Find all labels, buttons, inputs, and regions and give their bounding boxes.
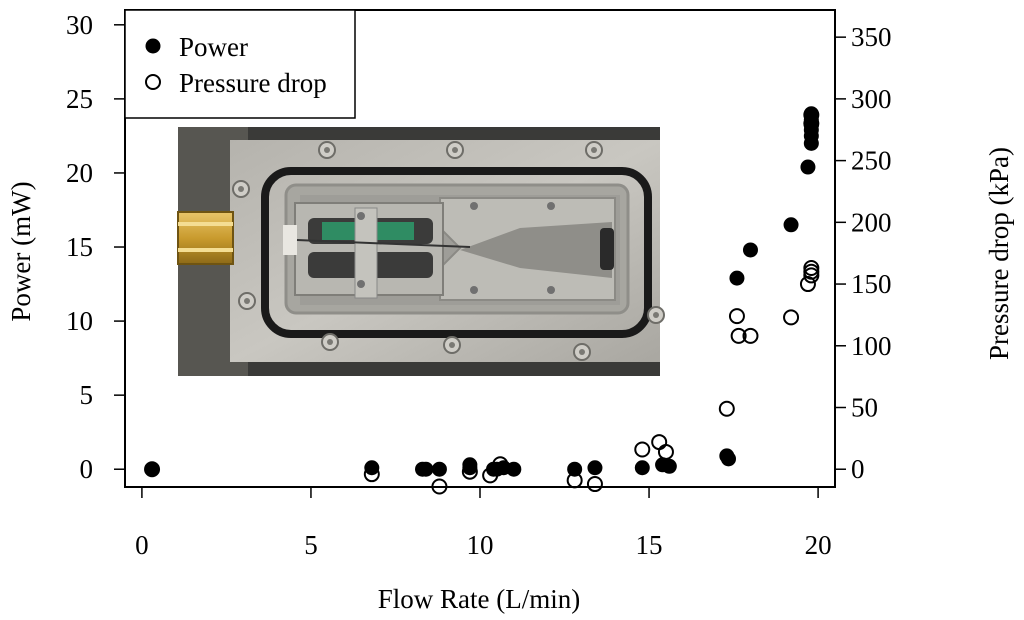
power-point: [729, 270, 745, 286]
pressure-drop-point: [566, 472, 583, 489]
x-tick-label: 15: [636, 530, 663, 560]
y-tick-label: 15: [66, 232, 93, 262]
screw-hole: [244, 298, 250, 304]
device-photo-inset: [177, 127, 660, 376]
x-tick-label: 5: [304, 530, 318, 560]
screw-hole: [653, 312, 659, 318]
legend-box: [124, 9, 356, 119]
x-tick-label: 20: [805, 530, 832, 560]
y2-axis-label: Pressure drop (kPa): [984, 147, 1014, 360]
y-tick-label: 30: [66, 10, 93, 40]
y-axis-right: 0 50 100 150 200 250 300 350: [835, 22, 892, 484]
plate-screw: [547, 202, 555, 210]
pressure-drop-point: [651, 434, 668, 451]
pressure-drop-point: [742, 327, 759, 344]
pressure-drop-point: [634, 441, 651, 458]
pressure-drop-point: [803, 115, 820, 132]
pressure-drop-point: [431, 478, 448, 495]
pressure-drop-point: [728, 308, 745, 325]
pressure-drop-point: [586, 476, 603, 493]
power-point: [800, 159, 816, 175]
wire: [296, 239, 471, 248]
x-tick-label: 10: [467, 530, 494, 560]
device-screws: [232, 141, 665, 361]
plate-screw: [470, 202, 478, 210]
y2-tick-label: 300: [851, 84, 892, 114]
screw-hole: [579, 349, 585, 355]
diffuser-channel: [460, 222, 612, 278]
plate-screw: [470, 286, 478, 294]
y-tick-label: 20: [66, 158, 93, 188]
pressure-drop-point: [783, 309, 800, 326]
wire-connector: [283, 225, 297, 255]
y-tick-label: 5: [80, 380, 94, 410]
y-axis-label: Power (mW): [6, 181, 36, 321]
screw-hole: [452, 147, 458, 153]
y-axis-left: 0 5 10 15 20 25 30: [66, 10, 125, 484]
pressure-drop-point: [803, 106, 820, 123]
power-point: [506, 461, 522, 477]
pressure-drop-point: [803, 260, 820, 277]
o-ring-gasket: [261, 167, 652, 338]
screw-hole: [324, 147, 330, 153]
power-point: [567, 461, 583, 477]
y-tick-label: 0: [80, 454, 94, 484]
power-point: [587, 460, 603, 476]
pressure-drop-point: [730, 327, 747, 344]
pressure-drop-point: [718, 400, 735, 417]
legend-label-pressure-drop: Pressure drop: [179, 68, 327, 98]
y-tick-label: 10: [66, 306, 93, 336]
legend-label-power: Power: [179, 32, 248, 62]
x-axis-label: Flow Rate (L/min): [378, 584, 580, 614]
y2-tick-label: 0: [851, 454, 865, 484]
brass-fitting: [177, 211, 234, 265]
y2-tick-label: 150: [851, 269, 892, 299]
screw-hole: [327, 339, 333, 345]
pressure-drop-point: [363, 466, 380, 483]
power-point: [144, 461, 160, 477]
y2-tick-label: 50: [851, 393, 878, 423]
power-point: [721, 451, 736, 467]
plate-screw: [547, 286, 555, 294]
y2-tick-label: 350: [851, 22, 892, 52]
legend-marker-pressure-drop: [145, 74, 161, 90]
x-axis: 0 5 10 15 20: [135, 487, 832, 560]
y2-tick-label: 100: [851, 331, 892, 361]
power-point: [783, 217, 799, 233]
y2-tick-label: 250: [851, 146, 892, 176]
power-point: [742, 242, 758, 258]
y-tick-label: 25: [66, 84, 93, 114]
pressure-drop-point: [492, 456, 509, 473]
plate-screw: [357, 212, 365, 220]
power-point: [661, 458, 677, 474]
outlet-port: [600, 228, 614, 270]
power-point: [418, 461, 434, 477]
power-point: [431, 461, 447, 477]
legend-marker-power: [145, 38, 161, 54]
screw-hole: [238, 186, 244, 192]
clamp-bar: [354, 207, 378, 299]
pressure-drop-point: [144, 461, 161, 478]
series-power: [144, 106, 819, 477]
legend: Power Pressure drop: [124, 9, 356, 119]
y2-tick-label: 200: [851, 207, 892, 237]
pressure-drop-point: [482, 467, 499, 484]
power-point: [634, 460, 650, 476]
x-tick-label: 0: [135, 530, 149, 560]
pressure-drop-point: [461, 463, 478, 480]
screw-hole: [449, 342, 455, 348]
plate-screw: [357, 280, 365, 288]
pressure-drop-point: [657, 443, 674, 460]
screw-hole: [591, 147, 597, 153]
series-pressure-drop: [144, 106, 820, 495]
